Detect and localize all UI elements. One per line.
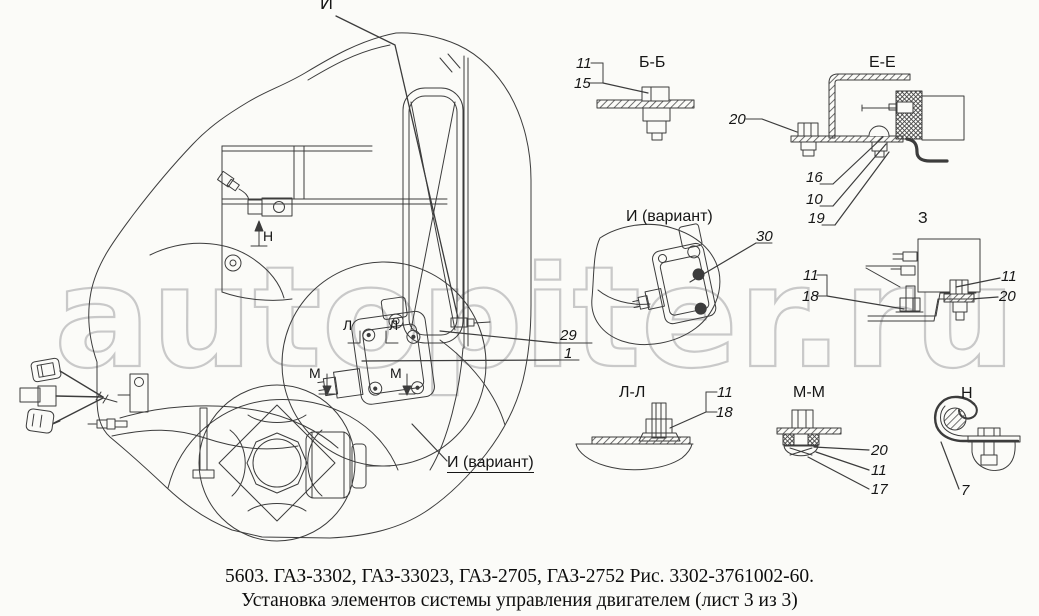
detail-ee-label-16: 16: [806, 169, 823, 186]
caption-line-1: 5603. ГАЗ-3302, ГАЗ-33023, ГАЗ-2705, ГАЗ…: [225, 566, 814, 587]
cab-upper-bracket: [217, 170, 293, 247]
detail-z-title: З: [918, 210, 928, 227]
detail-bb-label-11: 11: [576, 55, 592, 72]
section-circle-detail: [281, 261, 491, 467]
section-marker-l-left: Л: [343, 317, 353, 333]
detail-mm-drawing: [776, 409, 870, 490]
caption-line-2: Установка элементов системы управления д…: [241, 590, 798, 611]
detail-ee-drawing: [745, 73, 965, 226]
section-marker-m-right: М: [390, 365, 402, 381]
detail-ll-title: Л-Л: [619, 384, 646, 401]
detail-ivariant-drawing: [591, 223, 773, 346]
detail-ivariant-label-30: 30: [756, 228, 773, 245]
section-marker-l-right: Л: [389, 317, 399, 333]
detail-z-left-label-11: 11: [803, 267, 819, 284]
detail-ll-label-11: 11: [717, 384, 733, 401]
detail-bb-title: Б-Б: [639, 54, 666, 71]
detail-z-right-label-11: 11: [1001, 268, 1017, 285]
section-marker-m-left: М: [309, 365, 321, 381]
detail-mm-label-17: 17: [871, 481, 888, 498]
detail-mm-title: М-М: [793, 384, 825, 401]
detail-bb-label-15: 15: [574, 75, 591, 92]
detail-n-drawing: [933, 395, 1021, 490]
detail-ee-label-20: 20: [729, 111, 746, 128]
callout-variant: И (вариант): [447, 454, 534, 473]
detail-z-left-label-18: 18: [802, 288, 819, 305]
detail-z-drawing: [815, 238, 1001, 322]
detail-z-right-label-20: 20: [999, 288, 1016, 305]
detail-ivariant-title: И (вариант): [626, 208, 713, 225]
detail-mm-label-11: 11: [871, 462, 887, 479]
detail-n-label-7: 7: [961, 482, 970, 499]
callout-1: 1: [564, 345, 573, 362]
detail-ll-drawing: [575, 391, 718, 471]
detail-bb-drawing: [588, 62, 695, 141]
cab-connectors: [19, 357, 118, 434]
detail-n-title: Н: [961, 385, 973, 402]
detail-ee-title: Е-Е: [869, 54, 896, 71]
main-view-leaders: [335, 15, 593, 462]
callout-29: 29: [560, 327, 577, 344]
section-marker-n: Н: [263, 228, 274, 244]
cab-body-outline: [88, 32, 532, 539]
cab-lower-area: [87, 373, 399, 542]
section-label-i-top: И: [320, 0, 333, 13]
detail-ee-label-10: 10: [806, 191, 823, 208]
watermark-text: autopiter.ru: [54, 237, 1016, 400]
detail-ll-label-18: 18: [716, 404, 733, 421]
detail-mm-label-20: 20: [871, 442, 888, 459]
detail-ee-label-19: 19: [808, 210, 825, 227]
